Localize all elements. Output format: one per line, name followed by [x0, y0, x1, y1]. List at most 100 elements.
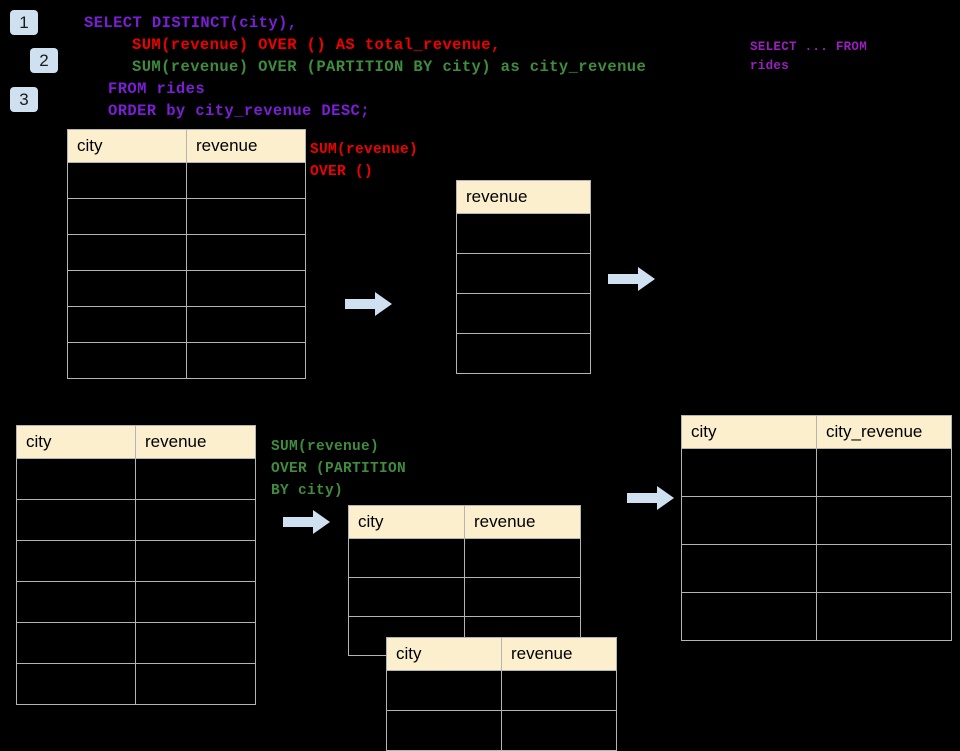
step-badge-2: 2 [30, 48, 58, 73]
table-cell [456, 253, 591, 294]
arrow-source-to-partition [283, 508, 331, 536]
table-row [67, 306, 306, 343]
table-cell [456, 333, 591, 374]
table-header-row: revenue [456, 180, 591, 214]
column-header: city [386, 637, 502, 671]
column-header: revenue [186, 129, 306, 163]
table-cell [135, 622, 256, 664]
table-row [16, 458, 256, 500]
table-cell [186, 234, 306, 271]
column-header: revenue [464, 505, 581, 539]
table-cell [67, 270, 187, 307]
table-cell [67, 306, 187, 343]
table-cell [681, 592, 817, 641]
sql-line-3: SUM(revenue) OVER (PARTITION BY city) as… [132, 58, 647, 76]
table-row [67, 162, 306, 199]
table-cell [816, 592, 952, 641]
table-row [67, 270, 306, 307]
table-cell [816, 544, 952, 593]
table-row [348, 538, 581, 578]
table-cell [16, 622, 136, 664]
table-row [16, 663, 256, 705]
table-cell [464, 538, 581, 578]
table-cell [348, 577, 465, 617]
column-header: city [67, 129, 187, 163]
table-cell [464, 577, 581, 617]
table-cell [816, 448, 952, 497]
table-cell [67, 162, 187, 199]
table-row [681, 592, 952, 641]
table-cell [386, 670, 502, 711]
table-cell [186, 270, 306, 307]
table-cell [456, 213, 591, 254]
table-row [681, 496, 952, 545]
step-badge-3: 3 [10, 87, 38, 112]
table-row [456, 213, 591, 254]
arrow-partition-to-result [627, 484, 675, 512]
table-row [456, 293, 591, 334]
table-row [456, 333, 591, 374]
annotation-sum-over-empty: SUM(revenue) OVER () [310, 142, 419, 180]
table-cell [16, 458, 136, 500]
sql-line-2: SUM(revenue) OVER () AS total_revenue, [132, 36, 501, 54]
table-row [16, 540, 256, 582]
table-cell [16, 581, 136, 623]
table-row [16, 622, 256, 664]
table-cell [501, 710, 617, 751]
annotation-select-from-rides: SELECT ... FROM rides [750, 40, 868, 73]
table-total-revenue: revenue [456, 180, 591, 374]
table-cell [16, 663, 136, 705]
table-cell [186, 306, 306, 343]
table-cell [186, 198, 306, 235]
table-cell [135, 663, 256, 705]
table-row [67, 198, 306, 235]
table-cell [501, 670, 617, 711]
table-row [681, 544, 952, 593]
table-cell [348, 538, 465, 578]
table-cell [186, 342, 306, 379]
table-row [16, 499, 256, 541]
sql-line-1: SELECT DISTINCT(city), [84, 14, 298, 32]
arrow-total-to-result [608, 265, 656, 293]
table-row [456, 253, 591, 294]
table-cell [135, 458, 256, 500]
step-badge-1: 1 [10, 10, 38, 35]
column-header: city_revenue [816, 415, 952, 449]
annotation-sum-over-partition: SUM(revenue) OVER (PARTITION BY city) [271, 439, 407, 499]
table-cell [67, 198, 187, 235]
table-cell [67, 234, 187, 271]
table-cell [456, 293, 591, 334]
table-cell [135, 581, 256, 623]
table-row [681, 448, 952, 497]
column-header: city [16, 425, 136, 459]
arrow-source-to-total [345, 290, 393, 318]
table-cell [135, 499, 256, 541]
table-row [348, 577, 581, 617]
table-cell [135, 540, 256, 582]
sql-line-4: FROM rides [108, 80, 206, 98]
table-cell [67, 342, 187, 379]
table-row [67, 234, 306, 271]
column-header: revenue [501, 637, 617, 671]
column-header: city [681, 415, 817, 449]
column-header: city [348, 505, 465, 539]
table-row [386, 670, 617, 711]
table-row [67, 342, 306, 379]
sql-line-5: ORDER by city_revenue DESC; [108, 102, 370, 120]
table-cell [816, 496, 952, 545]
column-header: revenue [135, 425, 256, 459]
sql-query-block: SELECT DISTINCT(city), SUM(revenue) OVER … [84, 12, 646, 122]
column-header: revenue [456, 180, 591, 214]
table-row [16, 581, 256, 623]
table-row [386, 710, 617, 751]
